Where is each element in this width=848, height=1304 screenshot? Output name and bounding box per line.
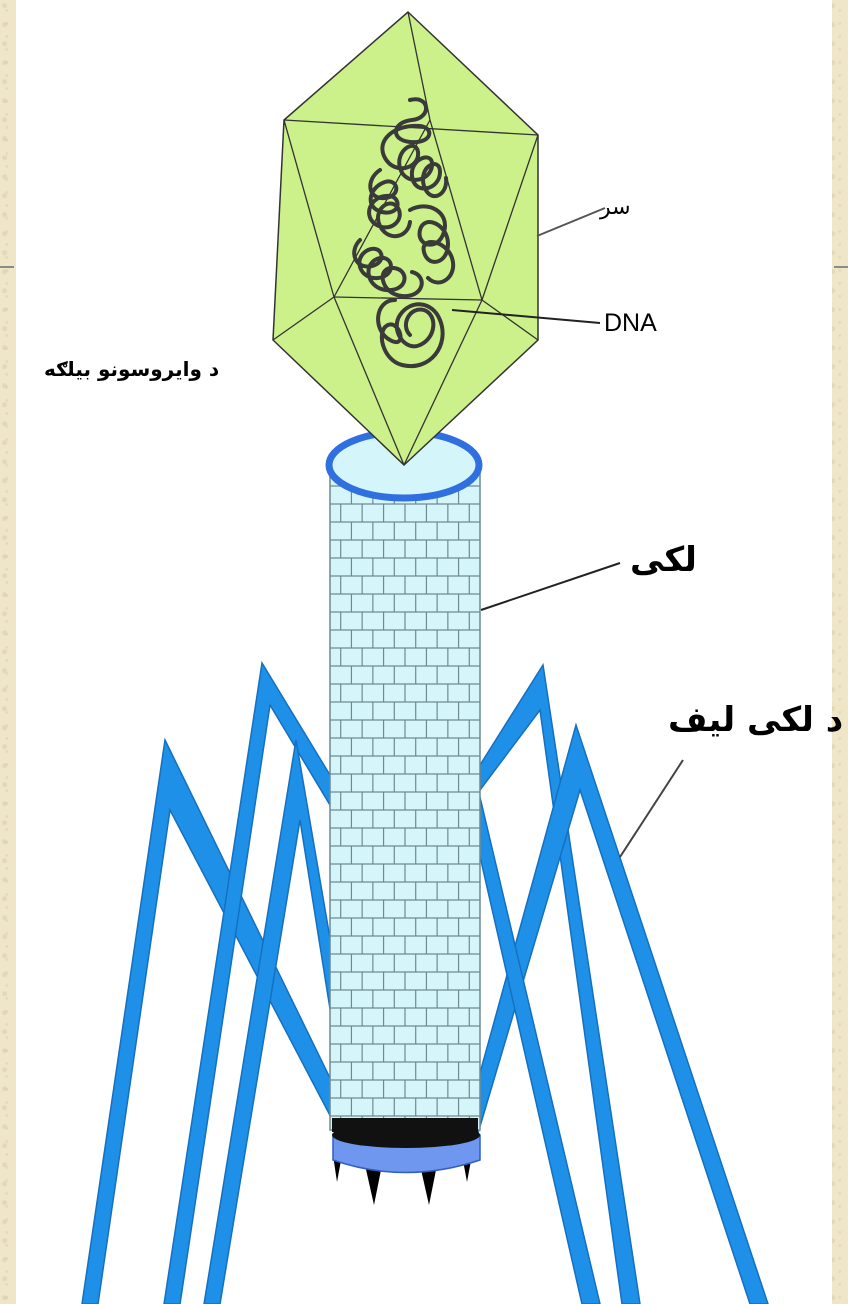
tail-dark-band [332,1118,478,1132]
label-title: د وایروسونو بیلګه [44,357,219,381]
tail-sheath [330,470,480,1132]
label-tail: لکی [630,540,697,580]
label-head: سر [600,195,631,220]
label-dna: DNA [604,309,657,338]
label-tail-fibers: د لکی لیف [668,700,843,740]
